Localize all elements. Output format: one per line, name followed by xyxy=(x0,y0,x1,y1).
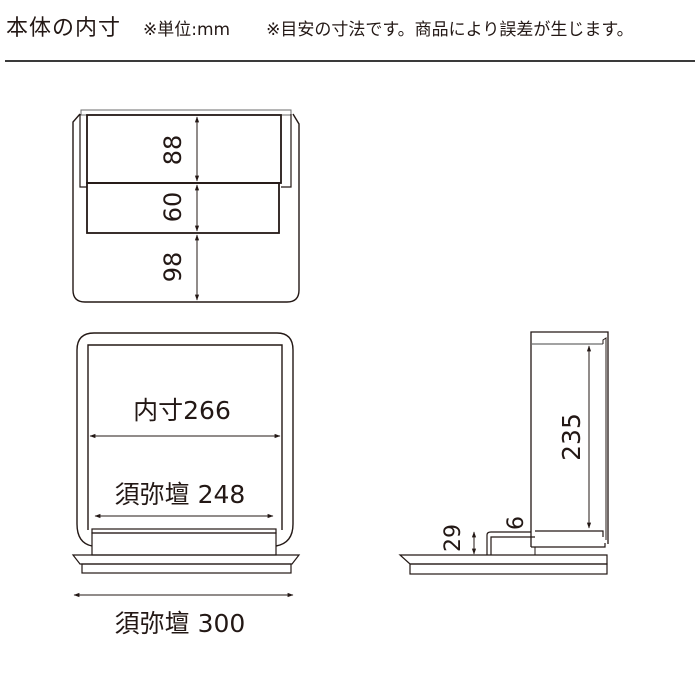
tolerance-note: ※目安の寸法です。商品により誤差が生じます。 xyxy=(266,20,634,40)
dim-label-88: 88 xyxy=(159,135,187,166)
step-depth-label: 6 xyxy=(504,516,529,530)
header: 本体の内寸 ※単位:mm ※目安の寸法です。商品により誤差が生じます。 xyxy=(6,10,634,46)
side-view-drawing xyxy=(398,331,609,575)
altar-inner-width-label: 須弥壇 248 xyxy=(115,480,246,509)
dim-label-60: 60 xyxy=(159,192,187,223)
altar-height-label: 29 xyxy=(441,524,466,552)
header-divider xyxy=(5,60,695,62)
page-title: 本体の内寸 xyxy=(6,16,122,41)
top-view-drawing xyxy=(72,109,300,303)
unit-note: ※単位:mm xyxy=(143,20,231,40)
inner-height-label: 235 xyxy=(557,413,586,461)
dim-label-98: 98 xyxy=(159,252,187,283)
altar-outer-width-label: 須弥壇 300 xyxy=(115,609,246,638)
front-view-drawing xyxy=(71,332,301,598)
inner-width-label: 内寸266 xyxy=(133,396,231,425)
